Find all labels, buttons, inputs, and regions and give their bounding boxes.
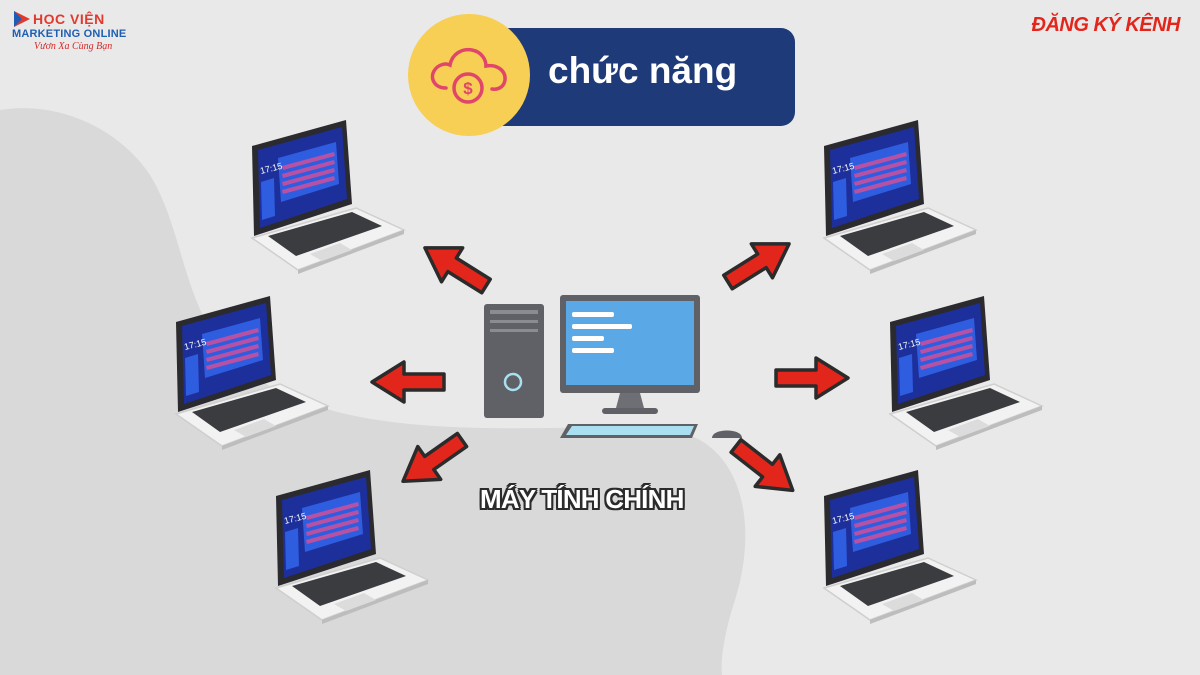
cloud-dollar-icon: $ (430, 47, 507, 104)
play-logo-icon (14, 11, 30, 27)
main-computer-label: MÁY TÍNH CHÍNH (480, 484, 684, 514)
title-text: chức năng (548, 50, 738, 91)
laptop-bottom-left: 17:15 (274, 470, 430, 624)
main-computer (484, 295, 742, 438)
laptop-keyboard (192, 388, 306, 432)
laptop-keyboard (840, 212, 954, 256)
laptop-top-left: 17:15 (250, 120, 406, 274)
logo-slogan: Vươn Xa Cùng Bạn (34, 41, 113, 52)
computer-tower-icon (484, 304, 544, 418)
laptop-keyboard (840, 562, 954, 606)
logo-name: HỌC VIỆN (33, 11, 105, 27)
laptop-middle-left: 17:15 (174, 296, 330, 450)
subscribe-button[interactable]: ĐĂNG KÝ KÊNH (1031, 14, 1181, 36)
logo-subtitle: MARKETING ONLINE (12, 28, 127, 40)
monitor-icon (560, 295, 700, 414)
laptop-keyboard (268, 212, 382, 256)
laptop-keyboard (906, 388, 1020, 432)
logo: HỌC VIỆN MARKETING ONLINE Vươn Xa Cùng B… (12, 10, 142, 52)
svg-text:$: $ (463, 79, 473, 98)
keyboard-icon (560, 424, 698, 438)
laptop-top-right: 17:15 (822, 120, 978, 274)
mouse-icon (712, 430, 742, 438)
laptop-middle-right: 17:15 (888, 296, 1044, 450)
laptop-keyboard (292, 562, 406, 606)
laptop-bottom-right: 17:15 (822, 470, 978, 624)
